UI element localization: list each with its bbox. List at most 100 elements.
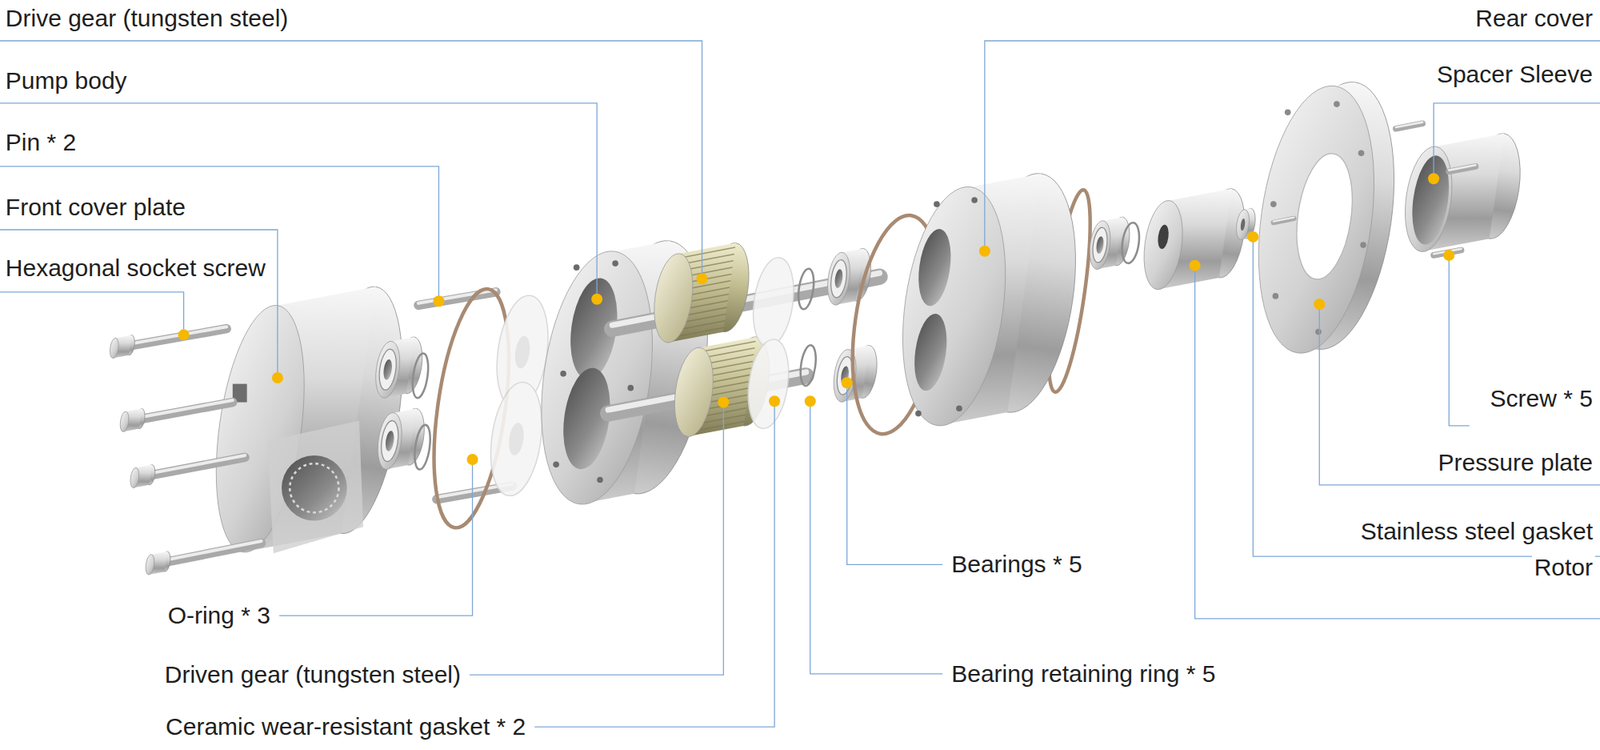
pressure-plate: [1243, 74, 1410, 360]
socket-screw-shank-body: [122, 328, 227, 348]
front-bearing-face: [374, 411, 405, 472]
socket-screw-shank-body: [132, 402, 233, 421]
cover-bore: [914, 227, 956, 308]
rear-cover: [888, 166, 1090, 432]
leader-line: [1195, 265, 1600, 619]
gasket-hole: [507, 421, 526, 456]
rear-ceramic-gasket: [743, 255, 800, 432]
rotor-face: [1139, 197, 1188, 292]
socket-screw-head-face: [144, 553, 156, 576]
part-label: Pressure plate: [1436, 448, 1596, 477]
callout-dot: [1247, 231, 1259, 243]
part-label: Ceramic wear-resistant gasket * 2: [163, 712, 528, 741]
sleeve-screw: [1448, 164, 1476, 172]
pressure-plate-face: [1243, 78, 1390, 361]
leader-line: [279, 459, 473, 616]
rear-bearing: [824, 247, 875, 307]
part-label: O-ring * 3: [165, 601, 273, 630]
leader-line: [469, 402, 724, 676]
socket-screw-shank-shine: [122, 326, 227, 345]
motor-bearing-race: [1090, 226, 1109, 264]
front-bearing-race: [379, 419, 401, 463]
part-label: Screw * 5: [1488, 384, 1596, 413]
leader-line: [1448, 255, 1470, 426]
front-bearing: [374, 406, 428, 471]
socket-screw-head-face: [119, 410, 131, 432]
rear-cover-face: [888, 180, 1020, 432]
sleeve-screw: [1396, 122, 1423, 129]
cover-port-thread: [289, 463, 339, 512]
callout-dot: [696, 272, 708, 284]
part-label: Spacer Sleeve: [1434, 60, 1596, 89]
cover-port: [281, 455, 348, 521]
socket-screw-shank: [122, 326, 227, 347]
leader-line: [534, 400, 775, 727]
bolt-hole: [552, 461, 560, 468]
rotor-hole: [1156, 224, 1171, 250]
part-label: Front cover plate: [3, 193, 188, 222]
leader-line: [984, 40, 1600, 252]
part-label: Rotor: [1532, 553, 1596, 582]
front-retaining-ring: [410, 352, 431, 399]
callout-dot: [979, 245, 991, 257]
front-bearing-bore: [384, 430, 396, 452]
sleeve-screw-shine: [1396, 122, 1423, 128]
leader-line: [0, 166, 439, 301]
front-bearing-face: [372, 339, 404, 400]
driven-gear-face: [669, 344, 719, 440]
bolt-hole: [971, 196, 978, 204]
sleeve-screw-shine: [1448, 164, 1476, 170]
bolt-hole: [1315, 328, 1322, 336]
leader-line: [1319, 304, 1600, 485]
socket-screw-shank-body: [158, 543, 262, 564]
bolt-hole: [1270, 200, 1277, 208]
gasket-hole: [1240, 218, 1246, 232]
socket-screw-head: [129, 464, 157, 488]
gasket-lobe: [748, 255, 800, 350]
bolt-hole: [1333, 100, 1340, 108]
rear-bearing-face: [824, 251, 854, 307]
callout-dot: [1428, 172, 1440, 184]
callout-dot: [432, 295, 444, 307]
socket-screw-shank-body: [143, 456, 246, 476]
front-cover-plate: [202, 280, 416, 558]
socket-screw-shank-shine: [132, 400, 233, 419]
rear-bearing-race: [828, 258, 849, 299]
bolt-hole: [596, 476, 604, 484]
callout-dot: [804, 395, 816, 407]
cover-bore: [910, 311, 952, 392]
bolt-hole: [627, 384, 634, 392]
gasket-hole: [512, 335, 532, 370]
callout-dot: [768, 395, 780, 407]
callout-dot: [1313, 298, 1325, 310]
part-label: Bearings * 5: [948, 550, 1084, 579]
bolt-hole: [933, 200, 940, 208]
spacer-sleeve-face: [1399, 143, 1459, 255]
cover-port-face: [267, 420, 364, 554]
sleeve-opening: [1407, 152, 1455, 247]
gasket-lobe: [743, 336, 795, 432]
front-retaining-ring: [412, 424, 432, 471]
part-label: Pump body: [3, 67, 130, 96]
driven-gear-tooth: [699, 340, 756, 352]
leader-line: [847, 382, 944, 564]
illustration-group: [108, 74, 1527, 576]
leader-line: [810, 400, 943, 674]
front-bearing-race: [376, 348, 399, 392]
plate-pin-shine: [1273, 217, 1295, 222]
bolt-hole: [573, 264, 580, 271]
part-label: Hexagonal socket screw: [3, 254, 268, 283]
rear-bearing-bore: [833, 268, 844, 289]
socket-screw-head-face: [108, 337, 120, 360]
spacer-sleeve: [1399, 130, 1527, 255]
callout-dot: [591, 293, 603, 305]
plate-pin: [1273, 217, 1295, 224]
bolt-hole: [612, 260, 619, 267]
part-label: Bearing retaining ring * 5: [948, 660, 1218, 688]
callout-dot: [178, 328, 190, 340]
leader-line: [1433, 103, 1600, 179]
motor-bearing-bore: [1095, 236, 1105, 255]
leader-line: [1252, 236, 1600, 556]
